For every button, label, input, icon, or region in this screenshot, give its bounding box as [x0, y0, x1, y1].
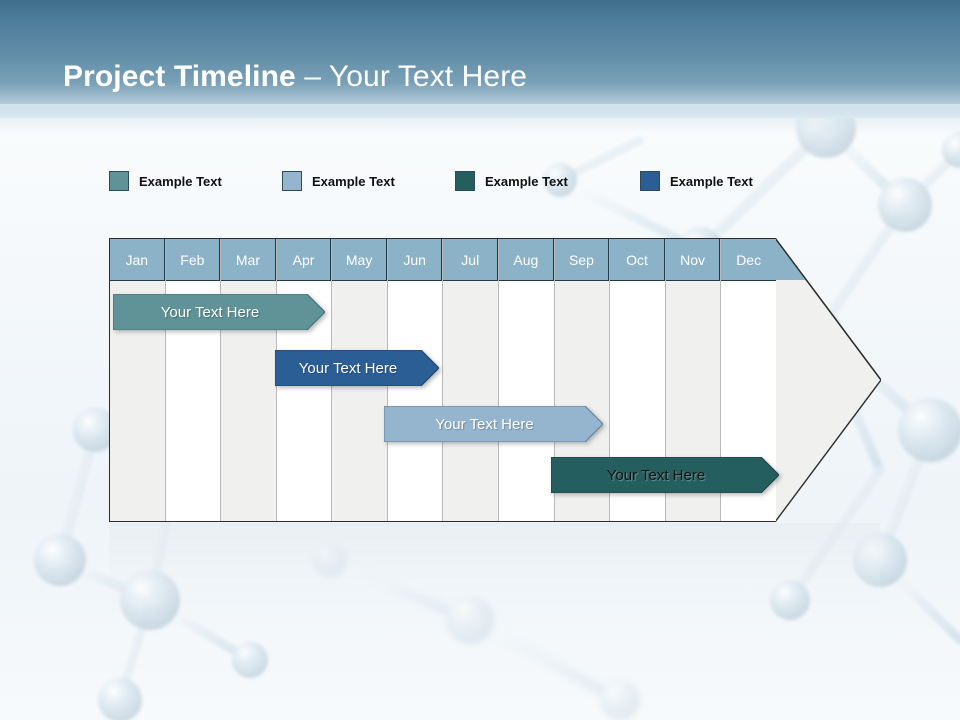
month-header-label: Aug [499, 239, 554, 281]
task-bar-label: Your Text Here [435, 415, 534, 433]
month-header-label: Sep [554, 239, 610, 281]
legend-item-label: Example Text [670, 173, 753, 189]
chart-reflection [109, 523, 880, 613]
month-column-feb: Feb [165, 239, 222, 521]
header-fade [0, 104, 960, 134]
month-header-label: Jun [387, 239, 443, 281]
legend-item-4[interactable]: Example Text [640, 168, 753, 194]
month-header-label: Dec [721, 239, 776, 281]
month-header-label: Apr [276, 239, 332, 281]
page-title-strong: Project Timeline [63, 60, 296, 93]
task-bar-2[interactable]: Your Text Here [275, 350, 439, 386]
legend-item-3[interactable]: Example Text [455, 168, 568, 194]
month-column-mar: Mar [221, 239, 277, 521]
month-header-label: May [332, 239, 387, 281]
month-column-jan: Jan [110, 239, 166, 521]
legend-item-label: Example Text [312, 173, 395, 189]
legend-item-label: Example Text [139, 173, 222, 189]
timeline-arrowhead [775, 238, 881, 522]
month-column-oct: Oct [610, 239, 666, 521]
month-column-dec: Dec [721, 239, 776, 521]
month-header-label: Mar [221, 239, 276, 281]
task-bar-label: Your Text Here [160, 303, 260, 321]
legend-swatch-icon [640, 171, 660, 191]
legend-item-label: Example Text [485, 173, 568, 189]
month-column-jul: Jul [443, 239, 500, 521]
month-header-label: Jul [443, 239, 499, 281]
timeline-chart: Jan Feb Mar Apr May Jun Jul Aug [109, 238, 881, 522]
page-title-light: – Your Text Here [295, 60, 528, 93]
month-column-aug: Aug [499, 239, 555, 521]
month-header-label: Oct [610, 239, 665, 281]
month-header-label: Nov [665, 239, 721, 281]
task-bar-4[interactable]: Your Text Here [551, 457, 779, 493]
task-bar-arrow-shape [384, 406, 603, 442]
legend-swatch-icon [109, 171, 129, 191]
task-bar-arrow-shape [551, 457, 779, 493]
page-title: Project Timeline – Your Text Here [63, 59, 527, 95]
month-header-label: Jan [110, 239, 165, 281]
task-bar-arrow-shape [113, 294, 325, 330]
task-bar-1[interactable]: Your Text Here [113, 294, 325, 330]
task-bar-label: Your Text Here [606, 466, 706, 484]
legend: Example Text Example Text Example Text E… [109, 168, 809, 194]
legend-swatch-icon [282, 171, 302, 191]
task-bar-arrow-shape [275, 350, 439, 386]
header-band [0, 0, 960, 118]
legend-item-1[interactable]: Example Text [109, 168, 222, 194]
month-header-label: Feb [165, 239, 221, 281]
task-bar-3[interactable]: Your Text Here [384, 406, 603, 442]
legend-swatch-icon [455, 171, 475, 191]
legend-item-2[interactable]: Example Text [282, 168, 395, 194]
month-column-jun: Jun [387, 239, 444, 521]
task-bar-label: Your Text Here [298, 359, 398, 377]
